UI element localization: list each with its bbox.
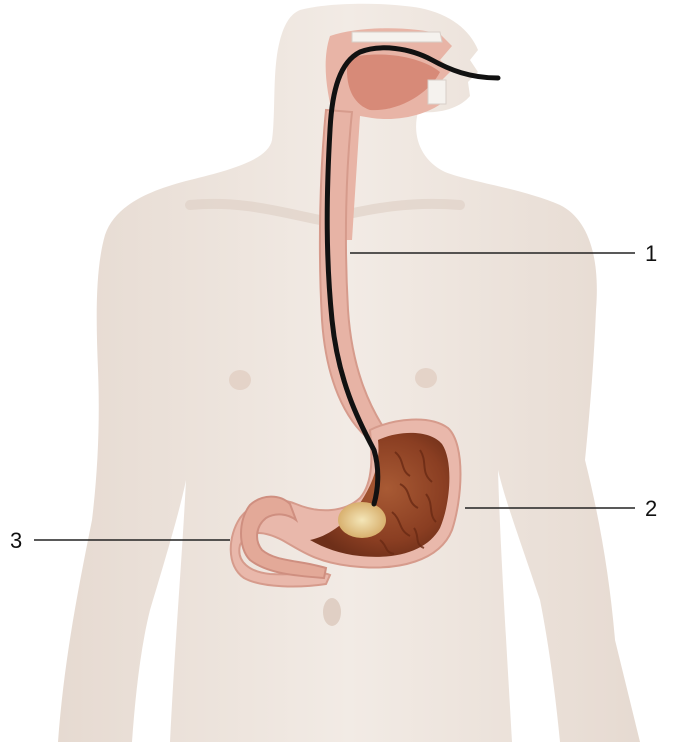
right-nipple bbox=[415, 368, 437, 388]
navel bbox=[323, 598, 341, 626]
callout-2: 2 bbox=[645, 496, 657, 521]
callout-3: 3 bbox=[10, 528, 22, 553]
lower-teeth bbox=[428, 80, 446, 104]
upper-teeth bbox=[352, 32, 442, 42]
left-nipple bbox=[229, 370, 251, 390]
antrum-highlight bbox=[338, 502, 386, 538]
callout-1: 1 bbox=[645, 241, 657, 266]
